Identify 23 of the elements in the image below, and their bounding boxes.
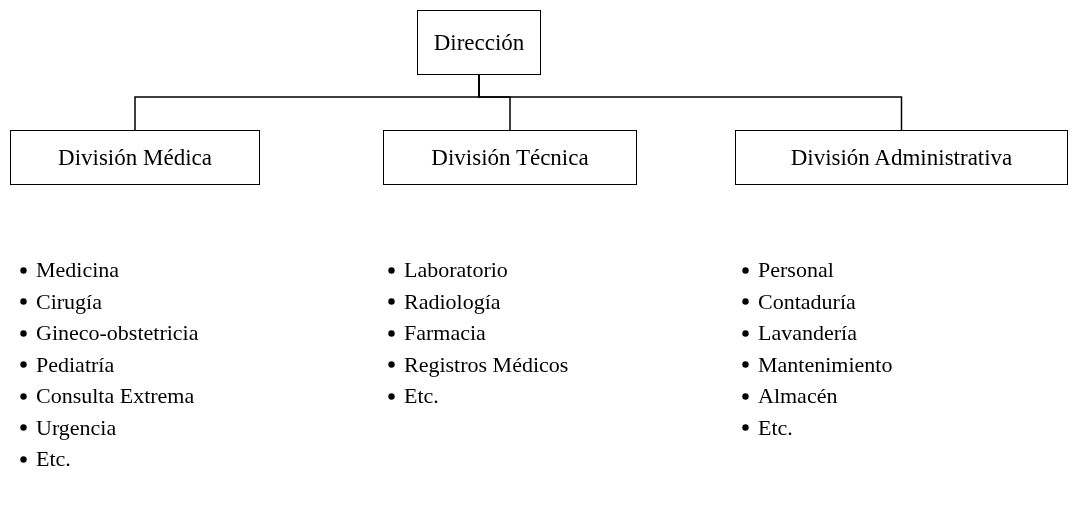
list-item: Etc. [758,414,793,441]
list-item: Cirugía [36,288,102,315]
list-item: Urgencia [36,414,117,441]
connector-line [478,74,903,131]
list-item: Etc. [404,383,439,409]
list-item: Etc. [36,446,71,472]
list-item: Mantenimiento [758,351,893,378]
list-item: Almacén [758,383,838,409]
list-item: Farmacia [404,320,486,346]
list-item: Registros Médicos [404,351,569,378]
list-item: Consulta Extrema [36,383,195,409]
org-box: División Administrativa [735,130,1068,185]
org-box: División Técnica [383,130,637,185]
list-item: Medicina [36,257,120,283]
list-item: Laboratorio [404,257,508,283]
list-item: Pediatría [36,351,115,378]
list-item: Contaduría [758,288,856,315]
list-item: Lavandería [758,320,857,346]
list-item: Radiología [404,288,501,315]
org-box: Dirección [417,10,541,75]
list-item: Gineco-obstetricia [36,320,199,346]
list-item: Personal [758,257,834,283]
org-box: División Médica [10,130,260,185]
